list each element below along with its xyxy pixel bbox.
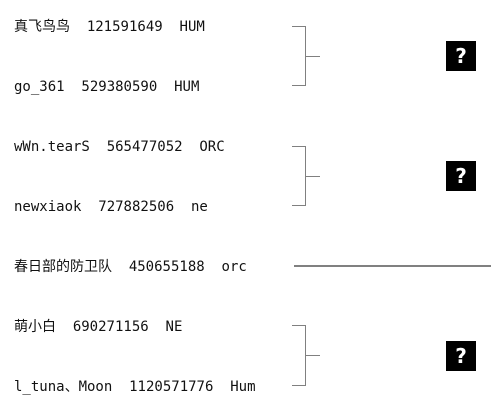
match-bracket-connector [292,146,306,206]
player-id: 1120571776 [129,379,214,395]
match-bracket-connector [292,26,306,86]
player-name: wWn.tearS [14,139,90,155]
player-id: 727882506 [98,199,175,215]
player-entry: wWn.tearS 565477052 ORC [14,138,225,156]
match-bracket-connector [292,325,306,386]
player-name: go_361 [14,79,65,95]
player-race: orc [221,259,247,275]
question-mark-icon: ? [446,341,476,371]
bye-advance-line [294,265,491,267]
player-entry: l_tuna、Moon 1120571776 Hum [14,378,256,396]
player-name: l_tuna、Moon [14,379,113,395]
player-name: 萌小白 [14,319,56,335]
player-id: 450655188 [128,259,205,275]
player-race: HUM [174,79,200,95]
player-id: 565477052 [106,139,183,155]
bracket-tick [306,355,320,356]
player-entry: 萌小白 690271156 NE [14,318,182,336]
bracket-tick [306,56,320,57]
player-race: Hum [230,379,256,395]
question-mark-icon: ? [446,41,476,71]
player-race: HUM [179,19,205,35]
player-id: 529380590 [81,79,158,95]
player-name: 春日部的防卫队 [14,259,112,275]
player-name: 真飞鸟鸟 [14,19,70,35]
player-race: NE [165,319,183,335]
player-entry: go_361 529380590 HUM [14,78,199,96]
player-name: newxiaok [14,199,82,215]
question-mark-icon: ? [446,161,476,191]
player-race: ORC [199,139,225,155]
player-id: 121591649 [86,19,163,35]
player-entry: 春日部的防卫队 450655188 orc [14,258,247,276]
player-entry: newxiaok 727882506 ne [14,198,208,216]
player-entry: 真飞鸟鸟 121591649 HUM [14,18,205,36]
player-race: ne [190,199,208,215]
player-id: 690271156 [72,319,149,335]
bracket-tick [306,176,320,177]
